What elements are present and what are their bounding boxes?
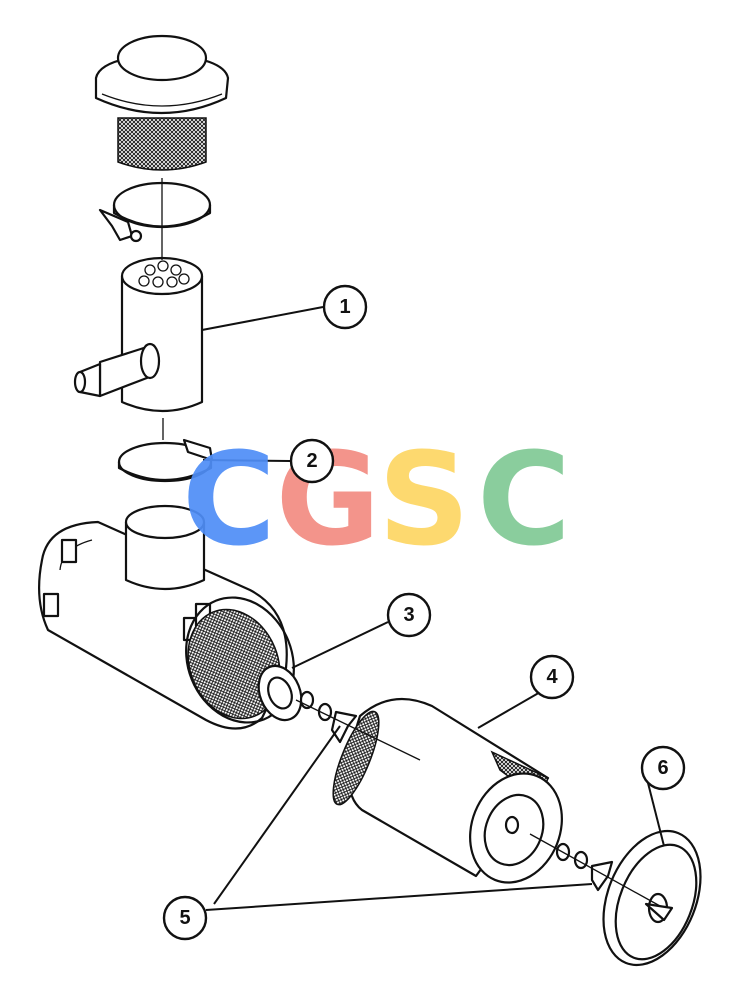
callout-4: 4	[529, 654, 575, 700]
callout-4-label: 4	[546, 666, 558, 688]
callout-6: 6	[640, 745, 686, 791]
callout-1-label: 1	[339, 296, 350, 318]
assembly-axes	[161, 178, 661, 907]
callout-2: 2	[289, 438, 335, 484]
callout-6-label: 6	[657, 757, 668, 779]
watermark: C G S C	[182, 426, 571, 575]
leader-lines	[201, 306, 665, 911]
watermark-letter-4: C	[477, 426, 571, 575]
lower-fastener-set	[555, 842, 614, 892]
end-cover	[602, 829, 702, 967]
watermark-letter-1: C	[182, 426, 276, 575]
gasket-ring	[257, 664, 303, 722]
callout-5-label: 5	[179, 907, 190, 929]
callout-2-label: 2	[306, 450, 317, 472]
filter-housing	[38, 504, 295, 730]
lower-clamp	[117, 438, 214, 483]
rain-cap	[94, 34, 230, 171]
upper-clamp	[98, 181, 212, 243]
callout-3-label: 3	[403, 604, 414, 626]
callout-3: 3	[386, 592, 432, 638]
inlet-tube	[73, 256, 204, 413]
callout-1: 1	[322, 284, 368, 330]
upper-fastener-set	[299, 690, 358, 744]
callout-5: 5	[162, 895, 208, 941]
watermark-letter-3: S	[378, 426, 470, 575]
filter-cartridge	[332, 697, 563, 884]
callouts: 1 2 3 4 5 6	[162, 284, 686, 941]
